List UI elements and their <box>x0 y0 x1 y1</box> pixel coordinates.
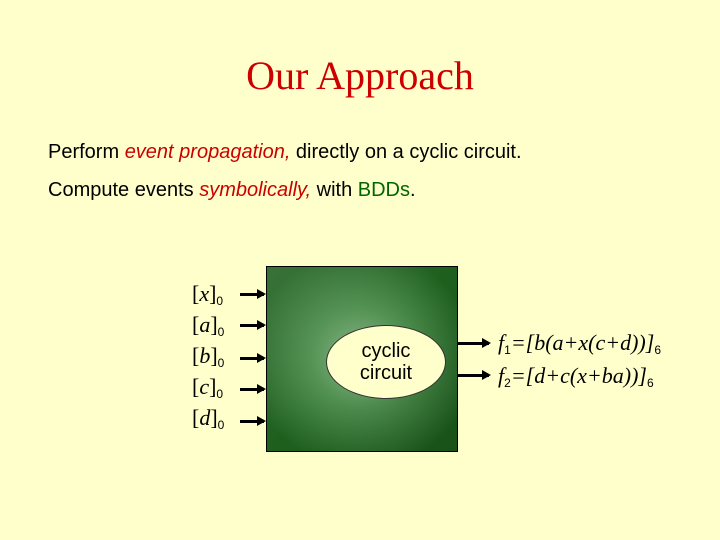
bullet-2-mid: with <box>311 179 358 201</box>
output-f1-label: f1=[b(a+x(c+d))]6 <box>498 330 661 357</box>
bullet-2-text: Compute events <box>48 179 200 201</box>
bullet-1-text: Perform <box>48 141 125 163</box>
input-x-label: [x]0 <box>192 281 224 308</box>
bullet-2-emphasis: symbolically, <box>199 179 312 201</box>
input-b-arrow <box>240 353 266 363</box>
bullet-1: Perform event propagation, directly on a… <box>48 140 522 164</box>
bullet-1-tail: directly on a cyclic circuit. <box>290 141 522 163</box>
input-d-label: [d]0 <box>192 405 225 432</box>
input-d-arrow <box>240 416 266 426</box>
output-f1-arrow <box>457 338 491 348</box>
input-c-label: [c]0 <box>192 374 224 401</box>
cyclic-circuit-block: cyclic circuit <box>266 266 458 452</box>
bullet-2-bdds: BDDs <box>357 179 410 201</box>
input-x-arrow <box>240 289 266 299</box>
block-label-line1: cyclic <box>361 340 411 362</box>
input-a-arrow <box>240 320 266 330</box>
cyclic-circuit-ellipse: cyclic circuit <box>326 325 446 399</box>
block-label-line2: circuit <box>359 362 413 384</box>
slide-title: Our Approach <box>246 53 474 98</box>
input-b-label: [b]0 <box>192 343 225 370</box>
output-f2-label: f2=[d+c(x+ba))]6 <box>498 363 654 390</box>
bullet-2: Compute events symbolically, with BDDs. <box>48 178 416 202</box>
input-c-arrow <box>240 384 266 394</box>
output-f2-arrow <box>457 370 491 380</box>
bullet-1-emphasis: event propagation, <box>124 141 291 163</box>
input-a-label: [a]0 <box>192 312 225 339</box>
bullet-2-period: . <box>410 179 416 201</box>
